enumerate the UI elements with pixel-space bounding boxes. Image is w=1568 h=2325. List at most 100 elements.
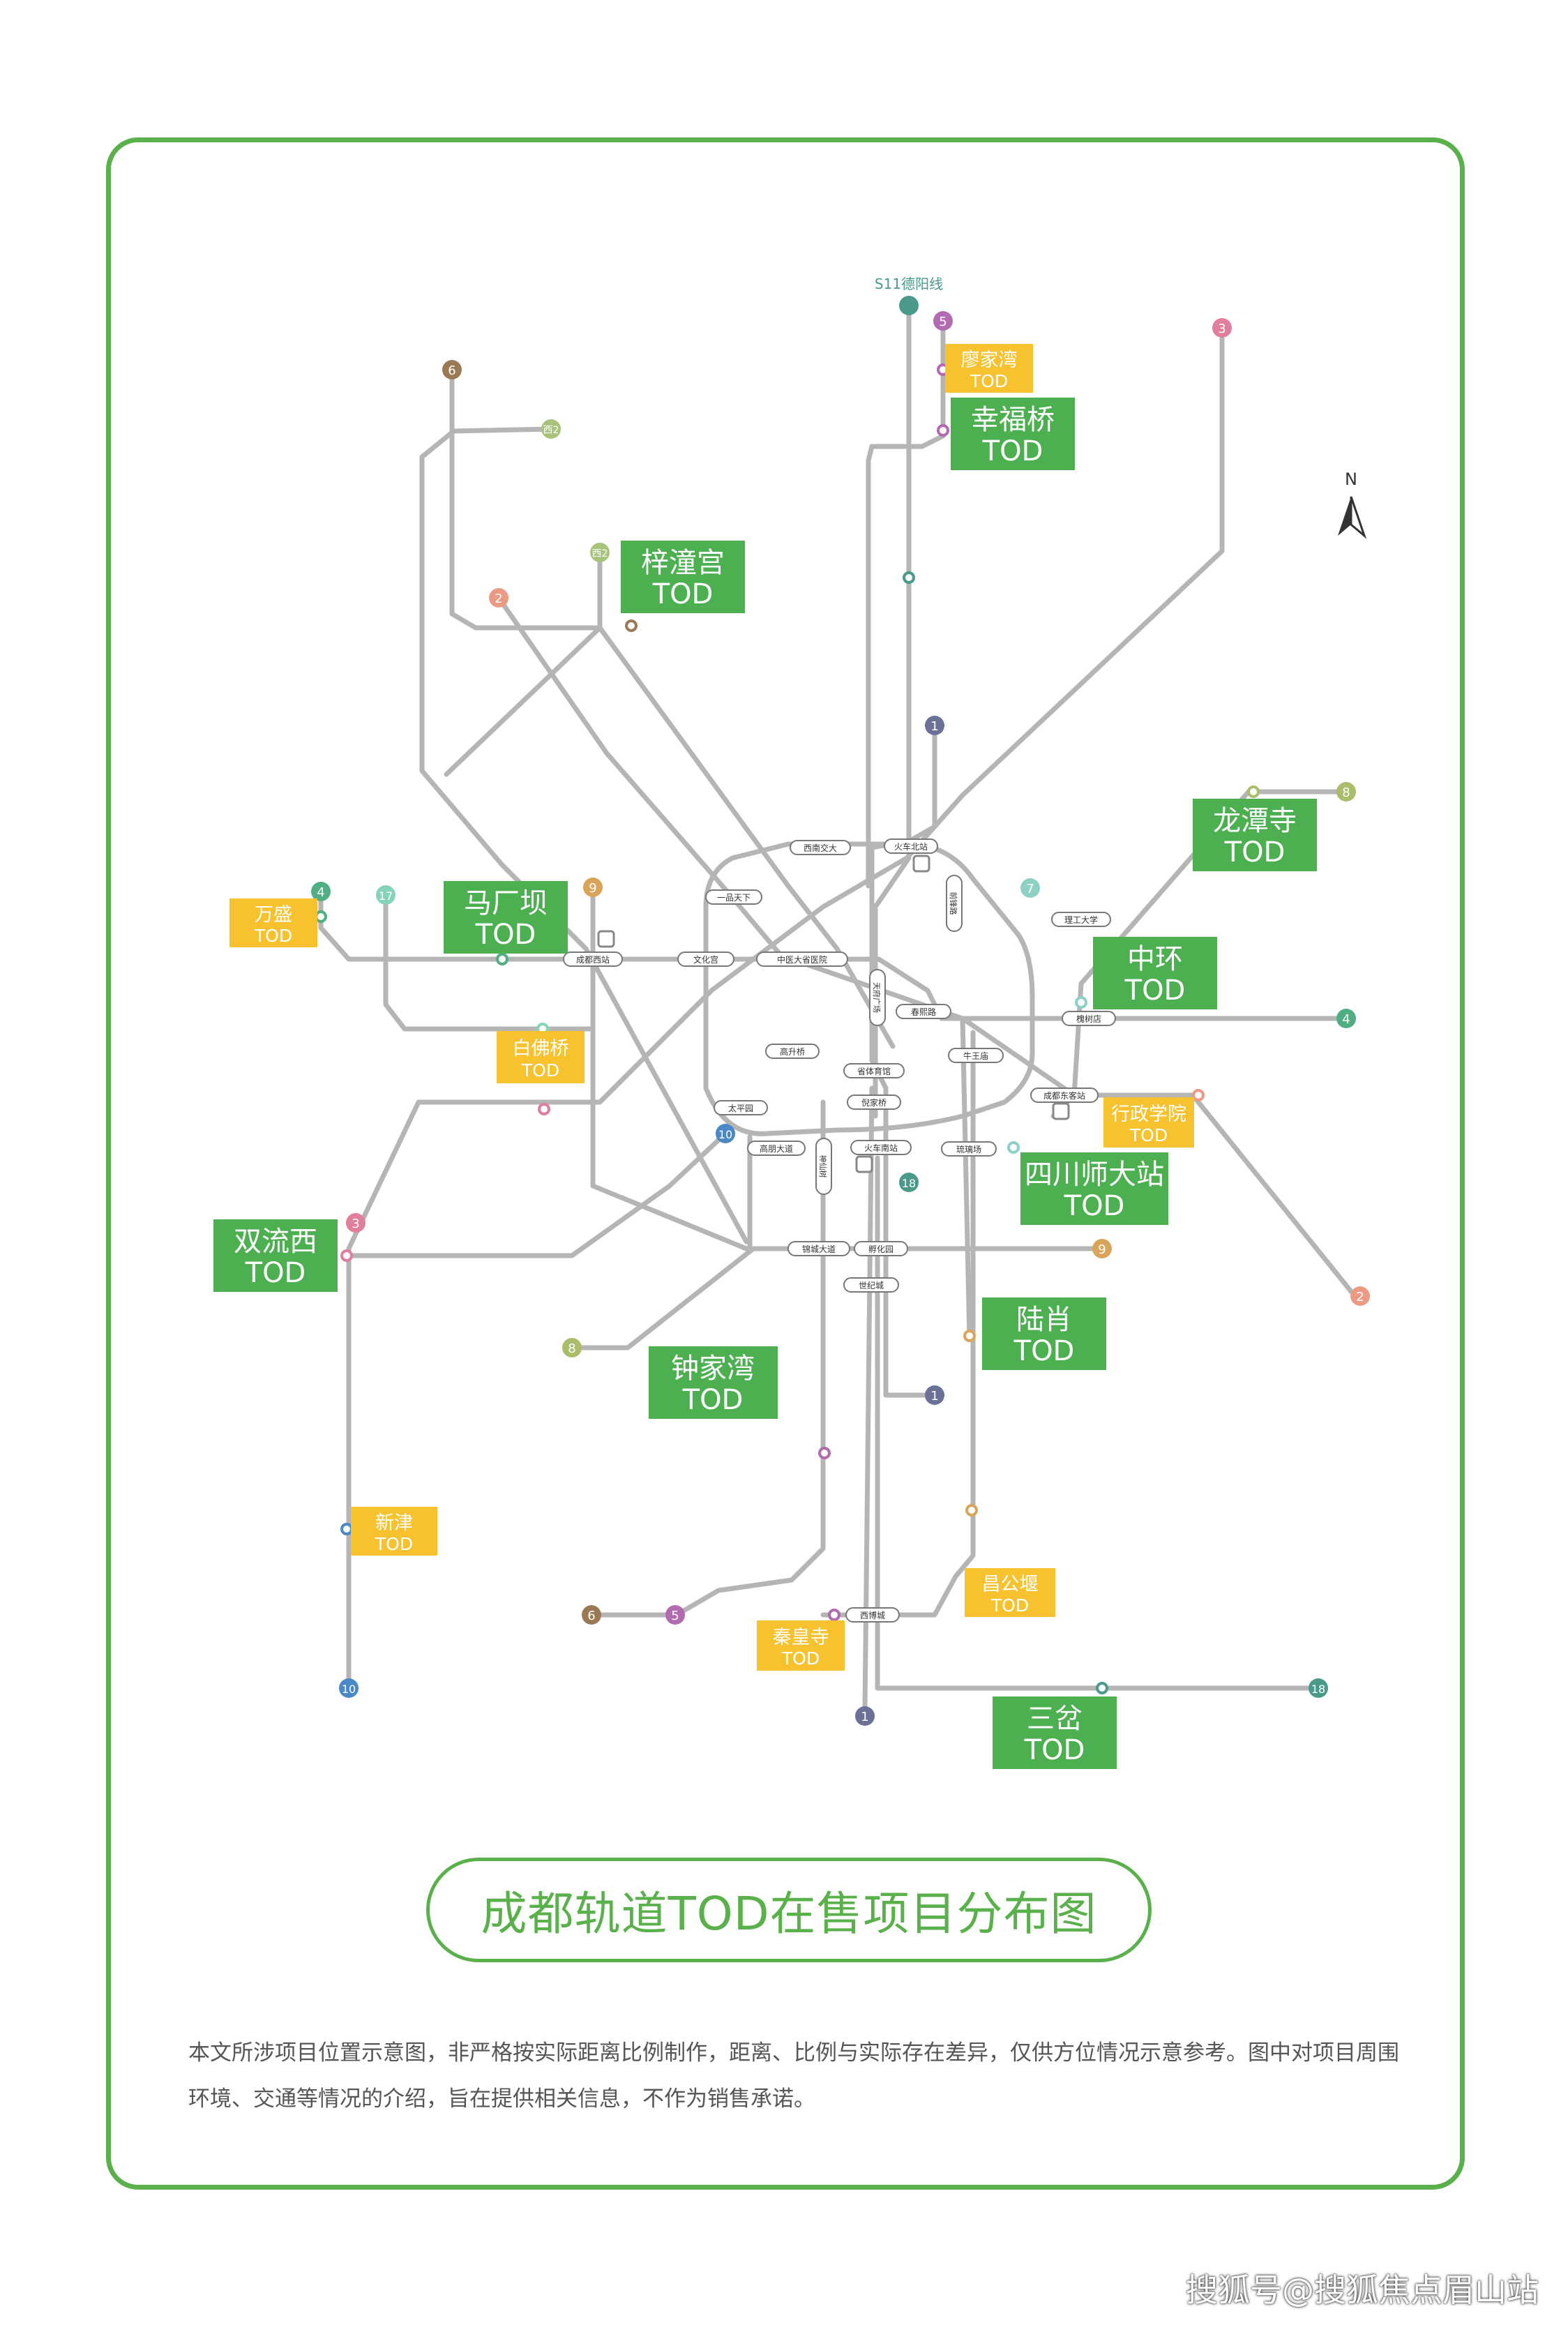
station-chengduxizhan: 成都西站 [563, 951, 623, 967]
station-chunxilu: 春熙路 [896, 1004, 951, 1019]
track-line1-south [862, 1085, 875, 1712]
tod-baifoqiao: 白佛桥 TOD [497, 1031, 585, 1083]
svg-text:TOD: TOD [475, 919, 536, 951]
station-liulichang: 琉璃场 [941, 1141, 997, 1157]
track-line3 [346, 325, 1225, 1691]
tod-sichuanshida: 四川师大站 TOD [1020, 1152, 1168, 1225]
line-badge-xi2 [590, 543, 610, 562]
line-label-xi2: 西2 [592, 548, 608, 559]
tod-longtansi: 龙潭寺 TOD [1193, 799, 1317, 871]
station-taipingyuan: 太平园 [714, 1100, 768, 1115]
station-tianfuguangchang: 天府广场 [869, 969, 886, 1026]
station-jinchengdadao: 锦城大道 [787, 1241, 850, 1256]
north-arrow-icon: N [1338, 469, 1367, 539]
line-label-4-west: 4 [317, 885, 324, 900]
train-icon-east [1052, 1102, 1070, 1120]
svg-text:春熙路: 春熙路 [911, 1007, 936, 1017]
train-icon-north [912, 855, 930, 873]
station-chengdudongke: 成都东客站 [1030, 1088, 1099, 1103]
disclaimer-text: 本文所涉项目位置示意图，非严格按实际距离比例制作，距离、比例与实际存在差异，仅供… [188, 2040, 1399, 2112]
dot-luxiao [963, 1330, 976, 1342]
svg-text:TOD: TOD [970, 371, 1008, 391]
line-label-8-south: 8 [568, 1341, 575, 1356]
dot-wansheng [315, 910, 327, 923]
svg-text:TOD: TOD [1129, 1125, 1168, 1145]
station-gaopengdadao: 高朋大道 [747, 1141, 806, 1156]
line-label-10-south: 10 [342, 1683, 356, 1696]
metro-tracks [318, 303, 1356, 1712]
tod-zhonghuan: 中环 TOD [1093, 937, 1217, 1009]
line-badge-8-east [1336, 782, 1356, 802]
svg-text:世纪城: 世纪城 [859, 1281, 884, 1291]
page-title: 成都轨道TOD在售项目分布图 [481, 1887, 1097, 1941]
tod-zitonggong: 梓潼宫 TOD [621, 541, 745, 613]
svg-text:梓潼宫: 梓潼宫 [641, 547, 725, 579]
dot-zhongjiawan [818, 1447, 831, 1459]
line-label-5-north: 5 [939, 315, 947, 329]
interchange-stations: 西南交大 火车北站 一品天下 前锋路 理工大学 成都西站 文化宫 中医大省医院 … [563, 838, 1116, 1623]
station-nijiaqiao: 倪家桥 [847, 1094, 901, 1110]
line-label-3-north: 3 [1218, 322, 1226, 336]
line-label-6-north: 6 [448, 363, 455, 378]
svg-text:TOD: TOD [1064, 1190, 1125, 1222]
svg-text:四川师大站: 四川师大站 [1025, 1159, 1164, 1191]
line-label-18-north: 18 [902, 1177, 916, 1190]
line-label-1-mid: 1 [930, 1389, 938, 1404]
svg-text:倪家桥: 倪家桥 [861, 1097, 887, 1108]
track-xi2-north [449, 426, 554, 434]
track-xi2 [444, 550, 603, 777]
track-line18 [875, 1155, 1321, 1691]
tod-machangba: 马厂坝 TOD [444, 881, 568, 954]
line-badge-18-south [1309, 1678, 1328, 1698]
svg-text:TOD: TOD [781, 1648, 820, 1669]
svg-text:孵化园: 孵化园 [868, 1244, 894, 1254]
line-badge-9-north [583, 878, 603, 897]
line-label-3-west: 3 [352, 1217, 359, 1231]
line-label-1-north: 1 [930, 719, 938, 734]
track-luxiao [960, 1016, 972, 1342]
station-zhongyida: 中医大省医院 [756, 951, 848, 967]
svg-text:TOD: TOD [245, 1257, 306, 1289]
svg-text:TOD: TOD [375, 1534, 413, 1554]
svg-text:西博城: 西博城 [860, 1610, 885, 1620]
line-label-2-east: 2 [1356, 1290, 1364, 1304]
svg-text:马厂坝: 马厂坝 [464, 887, 548, 919]
dot-zitonggong [625, 619, 638, 632]
dot-s11-mid [903, 571, 915, 584]
svg-text:白佛桥: 白佛桥 [513, 1038, 569, 1060]
svg-text:高升桥: 高升桥 [780, 1046, 805, 1057]
svg-text:新津: 新津 [375, 1512, 413, 1534]
station-yipintianxia: 一品天下 [705, 889, 762, 905]
svg-text:槐树店: 槐树店 [1076, 1014, 1101, 1024]
track-line17 [383, 892, 596, 1032]
svg-text:TOD: TOD [1224, 836, 1286, 868]
svg-text:TOD: TOD [652, 578, 714, 610]
svg-text:火车南站: 火车南站 [864, 1143, 898, 1153]
svg-text:陆肖: 陆肖 [1016, 1304, 1072, 1336]
svg-text:秦皇寺: 秦皇寺 [773, 1627, 829, 1648]
line-badge-3-west [346, 1213, 365, 1233]
svg-text:行政学院: 行政学院 [1111, 1104, 1186, 1125]
line-label-6-south: 6 [587, 1609, 595, 1623]
line-badge-xi2-north [541, 419, 561, 439]
line-label-8-east: 8 [1342, 785, 1350, 800]
station-niuwangmiao: 牛王庙 [948, 1048, 1004, 1063]
line-badge-9-east [1092, 1239, 1112, 1258]
line-label-18-south: 18 [1311, 1683, 1325, 1696]
title-pill: 成都轨道TOD在售项目分布图 [426, 1858, 1152, 1962]
line-badge-7 [1020, 878, 1040, 898]
svg-text:龙潭寺: 龙潭寺 [1213, 805, 1297, 837]
tod-changgongyan: 昌公堰 TOD [965, 1568, 1055, 1617]
svg-text:锦城大道: 锦城大道 [802, 1244, 836, 1254]
line-badge-3-north [1212, 318, 1232, 338]
tod-qinhuangsi: 秦皇寺 TOD [757, 1620, 845, 1671]
svg-text:理工大学: 理工大学 [1064, 915, 1098, 925]
svg-text:文化宫: 文化宫 [693, 954, 718, 965]
line-badge-17 [376, 885, 395, 905]
track-line5-north [866, 318, 946, 889]
line-badge-5-north [933, 311, 953, 331]
track-line5-south [590, 1099, 826, 1618]
tod-shuangliuxi: 双流西 TOD [213, 1219, 338, 1292]
station-huaishudian: 槐树店 [1062, 1011, 1116, 1026]
